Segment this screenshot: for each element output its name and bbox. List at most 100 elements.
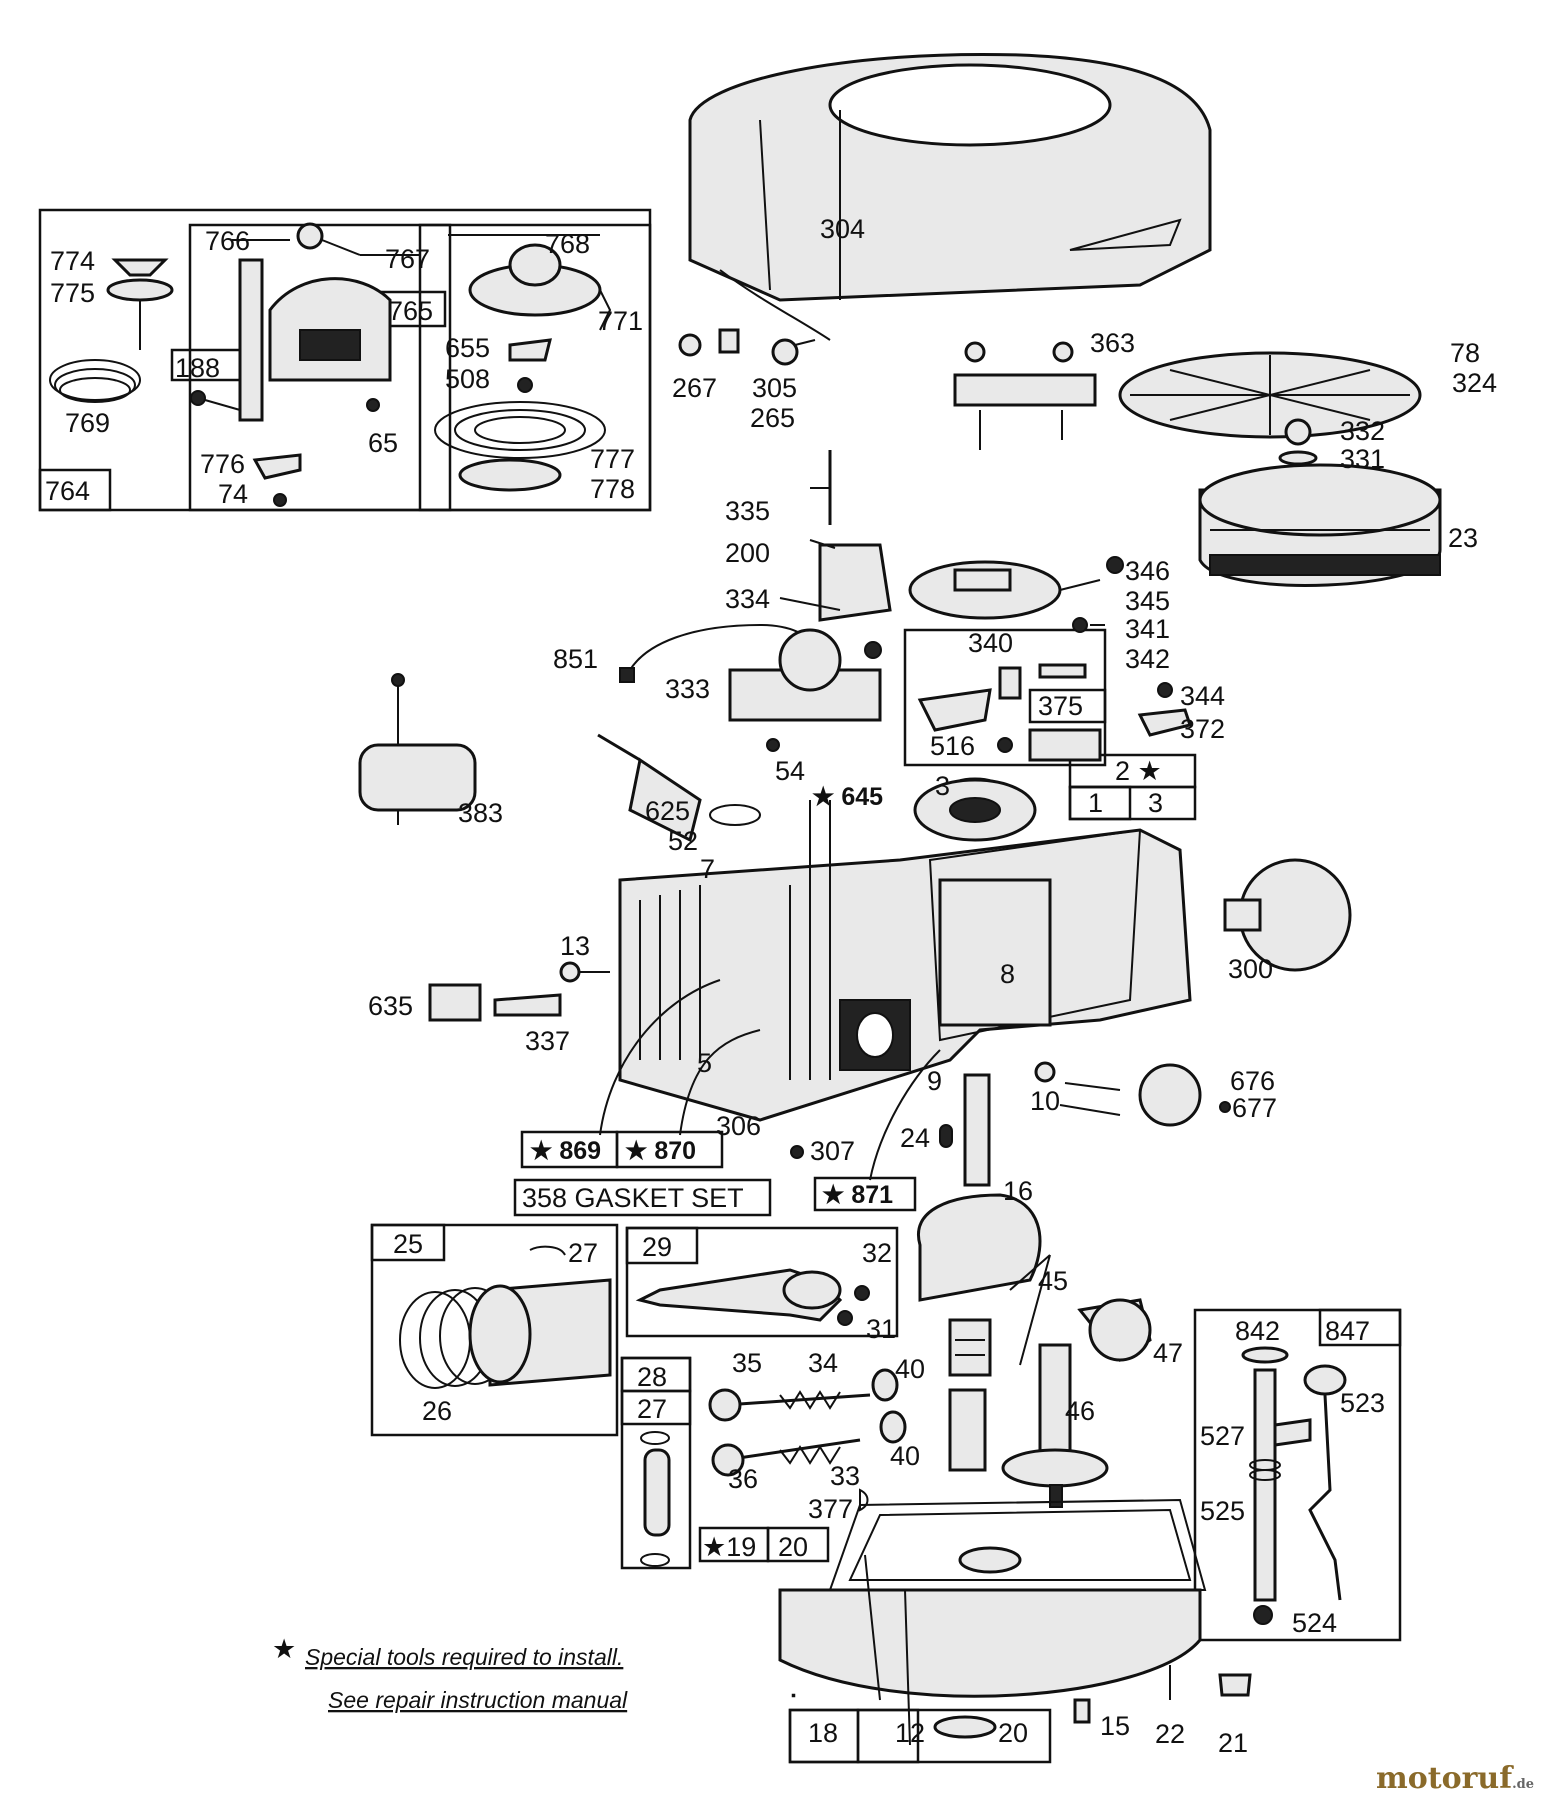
label-2-star: 2 ★ bbox=[1115, 756, 1162, 786]
label-34: 34 bbox=[808, 1348, 838, 1378]
label-508: 508 bbox=[445, 364, 490, 394]
label-300: 300 bbox=[1228, 954, 1273, 984]
label-337: 337 bbox=[525, 1026, 570, 1056]
label-13: 13 bbox=[560, 931, 590, 961]
footnote-star: ★ bbox=[272, 1634, 296, 1664]
sump-base bbox=[778, 1498, 1252, 1764]
label-676: 676 bbox=[1230, 1066, 1275, 1096]
label-7: 7 bbox=[700, 854, 715, 884]
label-335: 335 bbox=[725, 496, 770, 526]
label-342: 342 bbox=[1125, 644, 1170, 674]
label-35: 35 bbox=[732, 1348, 762, 1378]
label-12: 12 bbox=[895, 1718, 925, 1748]
label-20-seal: 20 bbox=[998, 1718, 1028, 1748]
label-31: 31 bbox=[866, 1314, 896, 1344]
label-774: 774 bbox=[50, 246, 95, 276]
label-677: 677 bbox=[1232, 1093, 1277, 1123]
watermark-logo: motoruf.de bbox=[1376, 1761, 1534, 1796]
label-24: 24 bbox=[900, 1123, 930, 1153]
label-267: 267 bbox=[672, 373, 717, 403]
label-29: 29 bbox=[642, 1232, 672, 1262]
label-65: 65 bbox=[368, 428, 398, 458]
label-523: 523 bbox=[1340, 1388, 1385, 1418]
label-40-top: 40 bbox=[895, 1354, 925, 1384]
label-377: 377 bbox=[808, 1494, 853, 1524]
label-306: 306 bbox=[716, 1111, 761, 1141]
label-768: 768 bbox=[545, 229, 590, 259]
governor-47 bbox=[1077, 1298, 1152, 1363]
part-number-labels: 304 774 775 769 764 766 767 765 188 776 … bbox=[45, 214, 1497, 1758]
label-21: 21 bbox=[1218, 1728, 1248, 1758]
label-54: 54 bbox=[775, 756, 805, 786]
label-777: 777 bbox=[590, 444, 635, 474]
label-33: 33 bbox=[830, 1461, 860, 1491]
label-47: 47 bbox=[1153, 1338, 1183, 1368]
label-851: 851 bbox=[553, 644, 598, 674]
label-9: 9 bbox=[927, 1066, 942, 1096]
label-527: 527 bbox=[1200, 1421, 1245, 1451]
label-346: 346 bbox=[1125, 556, 1170, 586]
oil-fill-box bbox=[1193, 1308, 1402, 1642]
footnote-line-2: See repair instruction manual bbox=[328, 1687, 628, 1713]
label-372: 372 bbox=[1180, 714, 1225, 744]
bracket-363 bbox=[953, 341, 1097, 450]
label-766: 766 bbox=[205, 226, 250, 256]
label-341: 341 bbox=[1125, 614, 1170, 644]
watermark-brand: motoruf bbox=[1375, 1761, 1513, 1796]
sump-gasket-boxes bbox=[698, 1488, 869, 1563]
ignition-armature bbox=[619, 450, 892, 722]
label-764: 764 bbox=[45, 476, 90, 506]
label-847: 847 bbox=[1325, 1316, 1370, 1346]
label-265: 265 bbox=[750, 403, 795, 433]
label-52: 52 bbox=[668, 826, 698, 856]
label-46: 46 bbox=[1065, 1396, 1095, 1426]
label-5: 5 bbox=[697, 1048, 712, 1078]
label-769: 769 bbox=[65, 408, 110, 438]
cylinder-block bbox=[428, 733, 1192, 1159]
label-78: 78 bbox=[1450, 338, 1480, 368]
label-645: ★ 645 bbox=[812, 783, 883, 811]
label-765: 765 bbox=[388, 296, 433, 326]
label-8: 8 bbox=[1000, 959, 1015, 989]
label-200: 200 bbox=[725, 538, 770, 568]
label-625: 625 bbox=[645, 796, 690, 826]
label-332: 332 bbox=[1340, 416, 1385, 446]
label-36: 36 bbox=[728, 1464, 758, 1494]
wrist-pin-box bbox=[620, 1356, 692, 1570]
footnote: ★ Special tools required to install. See… bbox=[272, 1634, 628, 1713]
valves bbox=[708, 1368, 907, 1477]
label-767: 767 bbox=[385, 244, 430, 274]
label-40-bottom: 40 bbox=[890, 1441, 920, 1471]
label-188: 188 bbox=[175, 353, 220, 383]
label-776: 776 bbox=[200, 449, 245, 479]
label-18: 18 bbox=[808, 1718, 838, 1748]
camshaft bbox=[1001, 1343, 1109, 1508]
label-524: 524 bbox=[1292, 1608, 1337, 1638]
label-27-piston: 27 bbox=[568, 1238, 598, 1268]
muffler-300 bbox=[1223, 858, 1352, 972]
leader-lines bbox=[232, 234, 1121, 1746]
piston-box bbox=[370, 1223, 619, 1437]
connecting-rod-box bbox=[625, 1226, 899, 1338]
label-771: 771 bbox=[598, 306, 643, 336]
crankshaft bbox=[917, 1073, 1042, 1472]
label-27-pin: 27 bbox=[637, 1394, 667, 1424]
label-331: 331 bbox=[1340, 444, 1385, 474]
label-32: 32 bbox=[862, 1238, 892, 1268]
label-15: 15 bbox=[1100, 1711, 1130, 1741]
label-3-box: 3 bbox=[1148, 788, 1163, 818]
blower-housing bbox=[688, 53, 1212, 341]
label-333: 333 bbox=[665, 674, 710, 704]
label-363: 363 bbox=[1090, 328, 1135, 358]
label-358-gasket-set: 358 GASKET SET bbox=[522, 1183, 744, 1213]
label-22: 22 bbox=[1155, 1719, 1185, 1749]
label-10: 10 bbox=[1030, 1086, 1060, 1116]
tool-383 bbox=[358, 673, 477, 825]
label-305: 305 bbox=[752, 373, 797, 403]
label-842: 842 bbox=[1235, 1316, 1280, 1346]
label-28: 28 bbox=[637, 1362, 667, 1392]
label-775: 775 bbox=[50, 278, 95, 308]
label-25: 25 bbox=[393, 1229, 423, 1259]
label-344: 344 bbox=[1180, 681, 1225, 711]
